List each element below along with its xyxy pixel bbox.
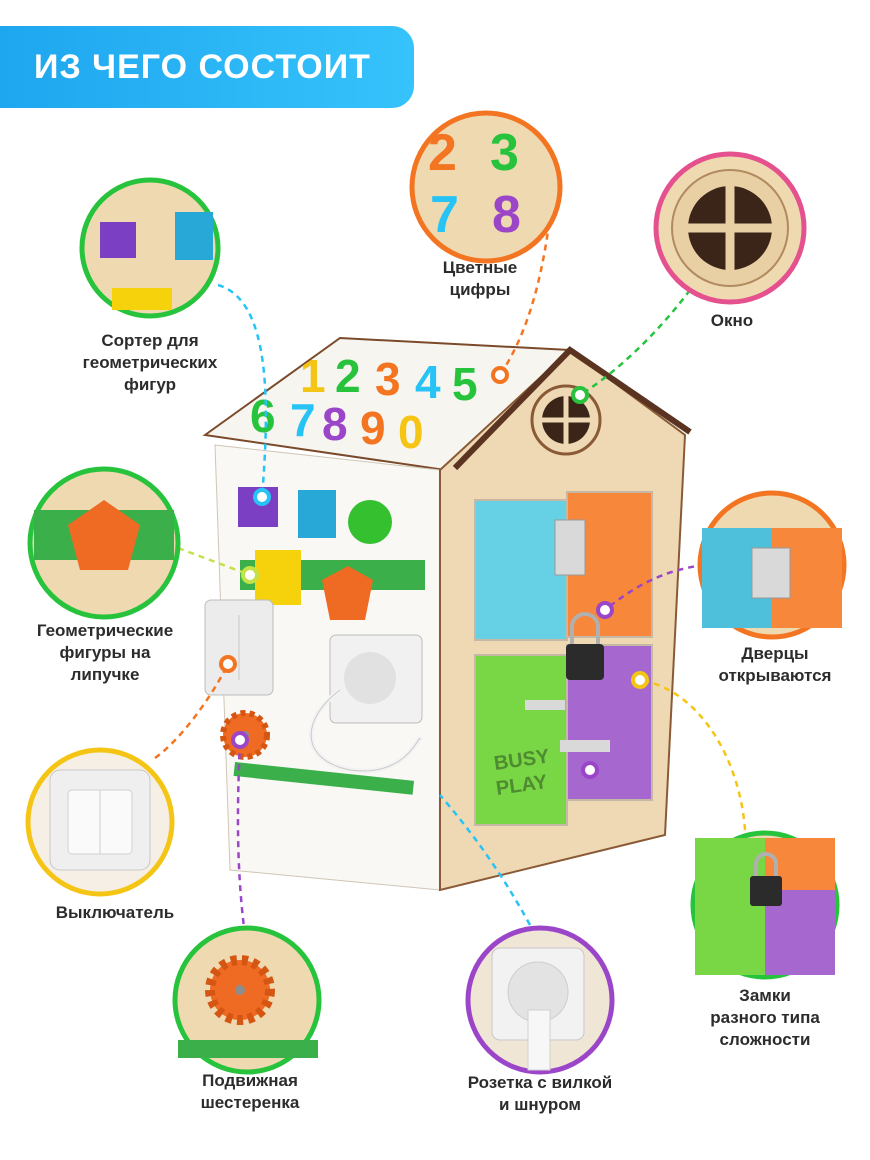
detail-circle-switch bbox=[25, 747, 175, 897]
velcro-square bbox=[255, 550, 301, 605]
detail-circle-doors bbox=[697, 490, 847, 640]
svg-text:3: 3 bbox=[490, 124, 519, 182]
detail-circle-velcro bbox=[27, 466, 181, 620]
digit-5: 5 bbox=[452, 358, 478, 410]
velcro-pentagon bbox=[322, 566, 373, 620]
sorter-square bbox=[298, 490, 336, 538]
digit-1: 1 bbox=[300, 350, 326, 402]
detail-circle-locks bbox=[690, 830, 840, 980]
header-banner: ИЗ ЧЕГО СОСТОИТ bbox=[0, 26, 414, 108]
digit-6: 6 bbox=[250, 390, 276, 442]
digit-3: 3 bbox=[375, 353, 401, 405]
digit-7: 7 bbox=[290, 394, 316, 446]
connector-lines bbox=[154, 189, 747, 936]
detail-circle-digits: 2 3 7 8 bbox=[409, 110, 563, 264]
door-blue bbox=[474, 499, 568, 641]
detail-circle-socket bbox=[465, 925, 615, 1075]
digit-8: 8 bbox=[322, 398, 348, 450]
detail-circle-window bbox=[653, 151, 807, 305]
connector-dots bbox=[219, 366, 649, 779]
sorter-circle bbox=[348, 500, 392, 544]
label-switch: Выключатель bbox=[55, 903, 175, 922]
door-green bbox=[474, 654, 568, 826]
digit-9: 9 bbox=[360, 402, 386, 454]
digit-0: 0 bbox=[398, 406, 424, 458]
gear-rack bbox=[233, 762, 415, 795]
house-window bbox=[530, 384, 602, 456]
page-title: ИЗ ЧЕГО СОСТОИТ bbox=[34, 48, 371, 86]
svg-text:2: 2 bbox=[428, 124, 457, 182]
digit-4: 4 bbox=[415, 356, 441, 408]
svg-text:8: 8 bbox=[492, 186, 521, 244]
busy-board-house: 1 2 3 4 5 6 7 8 9 0 BUSY PLAY bbox=[202, 336, 692, 892]
label-window: Окно bbox=[710, 311, 754, 330]
padlock bbox=[566, 612, 604, 680]
detail-circle-gear bbox=[172, 925, 322, 1075]
digit-2: 2 bbox=[335, 350, 361, 402]
detail-circle-sorter bbox=[79, 177, 221, 319]
svg-text:7: 7 bbox=[430, 186, 459, 244]
